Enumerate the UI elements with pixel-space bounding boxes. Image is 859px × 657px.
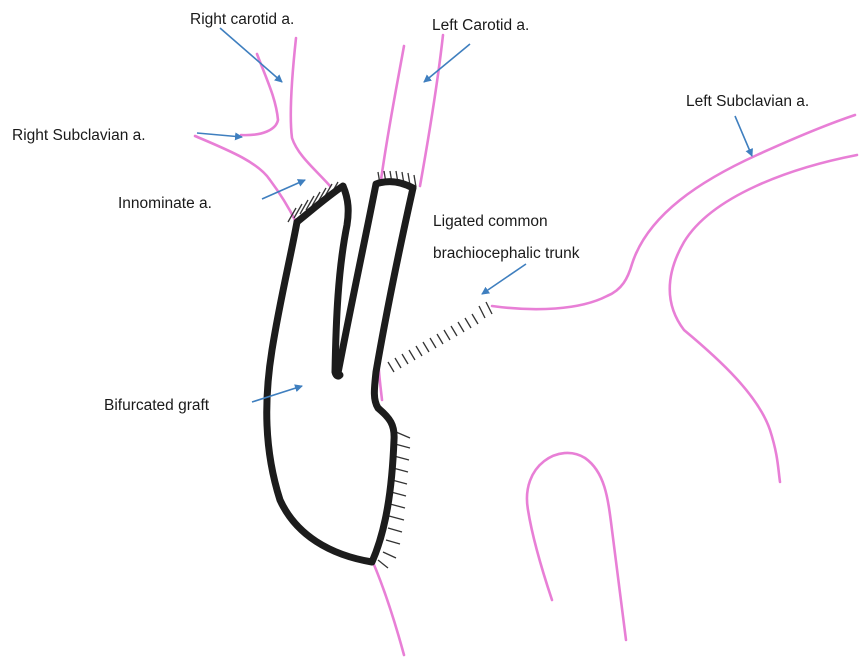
label-graft: Bifurcated graft bbox=[104, 397, 210, 414]
bifurcated-graft bbox=[267, 182, 413, 562]
left-carotid-left-wall bbox=[381, 46, 404, 180]
label-innominate: Innominate a. bbox=[118, 195, 212, 212]
vessels bbox=[195, 35, 857, 655]
label-right-carotid: Right carotid a. bbox=[190, 11, 294, 28]
arrow-left-carotid bbox=[424, 44, 470, 82]
label-left-carotid: Left Carotid a. bbox=[432, 17, 529, 34]
label-ligated-line1: Ligated common bbox=[433, 213, 548, 230]
aortic-arch-inner bbox=[670, 155, 857, 482]
arrow-graft bbox=[252, 386, 302, 402]
right-carotid-inner-wall bbox=[291, 38, 330, 186]
ligated-trunk-stitches bbox=[388, 302, 492, 372]
label-right-subclavian: Right Subclavian a. bbox=[12, 127, 146, 144]
aortic-root-wall bbox=[372, 560, 404, 655]
label-ligated-line2: brachiocephalic trunk bbox=[433, 245, 580, 262]
arrow-innominate bbox=[262, 180, 305, 199]
arrow-right-subclavian bbox=[197, 133, 242, 137]
left-carotid-right-wall bbox=[420, 35, 443, 186]
arrow-right-carotid bbox=[220, 28, 282, 82]
right-carotid-outer-wall bbox=[241, 54, 278, 135]
innominate-anastomosis-stitches bbox=[288, 182, 338, 222]
label-left-subclavian: Left Subclavian a. bbox=[686, 93, 809, 110]
lower-loop bbox=[527, 453, 626, 640]
arrow-ligated-trunk bbox=[482, 264, 526, 294]
arrow-left-subclavian bbox=[735, 116, 752, 156]
